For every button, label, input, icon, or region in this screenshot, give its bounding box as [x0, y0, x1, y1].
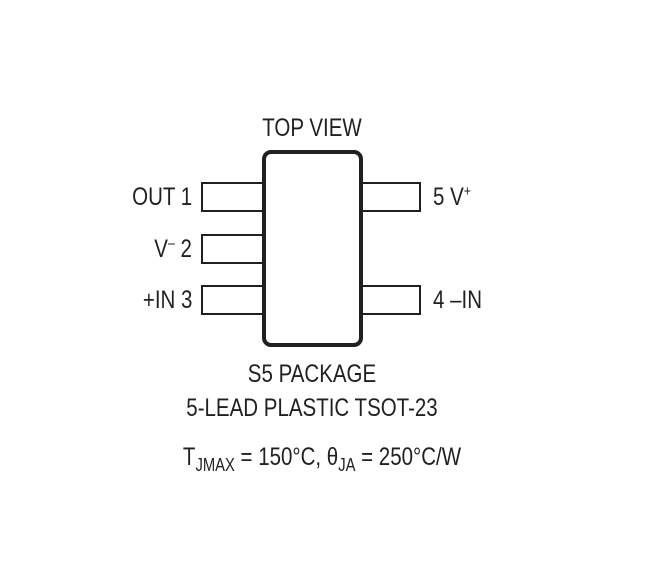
tj-symbol: T [182, 443, 196, 471]
pin-2-lead [201, 234, 264, 264]
pin-5-superscript: + [463, 183, 471, 200]
pin-4-lead [361, 285, 421, 315]
pin-1-label: OUT 1 [131, 183, 192, 211]
pin-2-name: V [154, 235, 169, 263]
pin-2-label: V– 2 [154, 235, 192, 263]
tj-subscript: JMAX [195, 455, 235, 475]
pin-5-lead [361, 182, 421, 212]
pin-3-label: +IN 3 [142, 286, 192, 314]
package-name: S5 PACKAGE [247, 360, 377, 388]
top-view-title: TOP VIEW [262, 114, 362, 142]
pin-5-label: 5 V+ [433, 183, 471, 211]
pin-2-superscript: – [168, 235, 175, 252]
pin-3-lead [201, 285, 264, 315]
pin-2-number: 2 [174, 235, 192, 263]
thermal-specs: TJMAX = 150°C, θJA = 250°C/W [138, 443, 507, 475]
tj-value: = 150°C, [234, 443, 327, 471]
theta-value: = 250°C/W [355, 443, 462, 471]
theta-subscript: JA [338, 455, 356, 475]
package-body [262, 150, 363, 347]
pin-4-label: 4 –IN [433, 286, 483, 314]
theta-symbol: θ [326, 443, 339, 471]
pin-5-text: 5 V [433, 183, 464, 211]
pin-1-lead [201, 182, 264, 212]
package-description: 5-LEAD PLASTIC TSOT-23 [186, 394, 438, 422]
